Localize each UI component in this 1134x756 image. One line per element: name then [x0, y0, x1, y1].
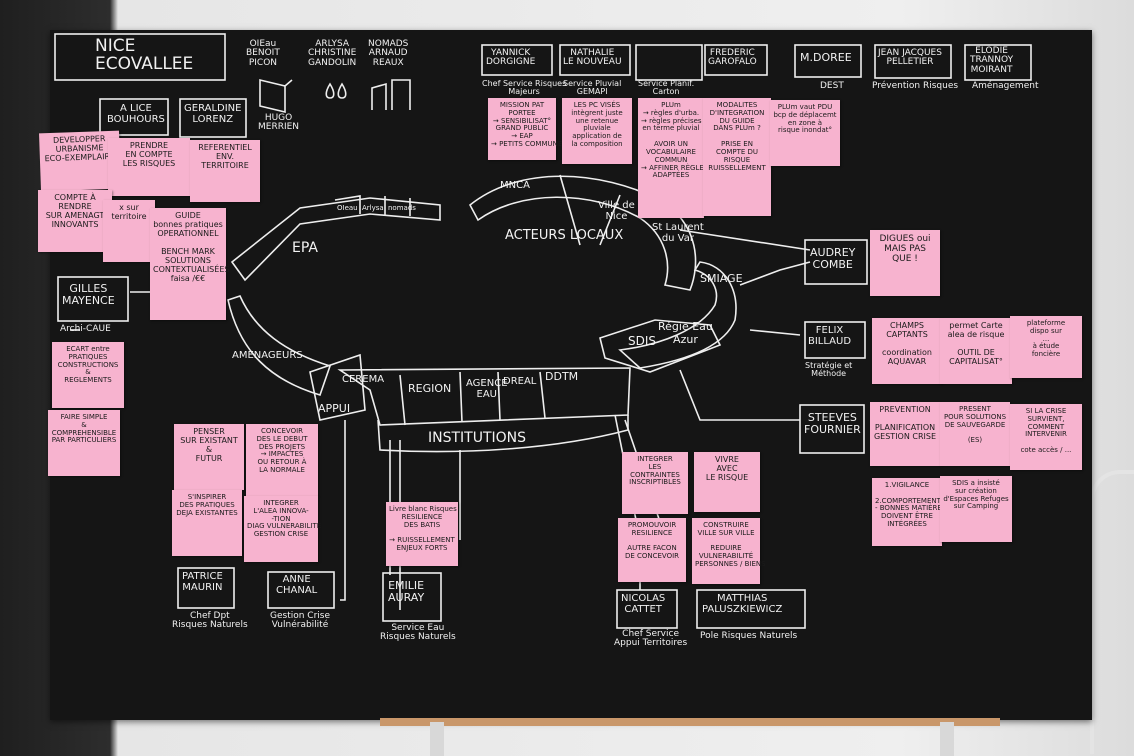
sticky-note: CONCEVOIR DES LE DEBUT DES PROJETS → IMP… — [246, 424, 318, 496]
sticky-note: GUIDE bonnes pratiques OPERATIONNEL BENC… — [150, 208, 226, 320]
person-steeves: STEEVES FOURNIER — [804, 412, 861, 435]
person-emilie: EMILIE AURAY — [388, 580, 424, 603]
ring-arlysa: Arlysa — [362, 204, 384, 212]
ring-oieau: OIeau — [337, 204, 358, 212]
sticky-note: DIGUES oui MAIS PAS QUE ! — [870, 230, 940, 296]
person-mdoree-role: DEST — [820, 82, 844, 91]
person-matthias-role: Pole Risques Naturels — [700, 632, 797, 641]
person-geraldine: GERALDINE LORENZ — [184, 104, 241, 125]
sticky-note: SI LA CRISE SURVIENT, COMMENT INTERVENIR… — [1010, 404, 1082, 470]
person-felix-role: Stratégie et Méthode — [805, 362, 852, 379]
person-gilles-role: Archi-CAUE — [60, 325, 111, 334]
ring-st-laurent: St Laurent du Var — [652, 222, 704, 244]
person-frederic: FREDERIC GAROFALO — [708, 49, 757, 68]
person-yannick-role: Chef Service Risques Majeurs — [482, 80, 566, 97]
sticky-note: Livre blanc Risques RESILIENCE DES BATIS… — [386, 502, 458, 566]
ring-acteurs-locaux: ACTEURS LOCAUX — [505, 228, 623, 243]
person-mdoree: M.DOREE — [800, 52, 852, 64]
sticky-note: MISSION PAT PORTEE → SENSIBILISAT° GRAND… — [488, 98, 556, 160]
sticky-note: REFERENTIEL ENV. TERRITOIRE — [190, 140, 260, 202]
ring-mnca: MNCA — [500, 180, 530, 191]
person-nicolas-role: Chef Service Appui Territoires — [614, 630, 687, 649]
person-hugo: HUGO MERRIEN — [258, 114, 299, 133]
sticky-note: SDIS a insisté sur création d'Espaces Re… — [940, 476, 1012, 542]
sticky-note: INTEGRER L'ALEA INNOVA- -TION DIAG VULNE… — [244, 496, 318, 562]
person-patrice: PATRICE MAURIN — [182, 572, 223, 593]
board-title-text: NICE ECOVALLEE — [95, 38, 193, 74]
sticky-note: PRESENT POUR SOLUTIONS DE SAUVEGARDE (ES… — [940, 402, 1010, 466]
person-nomads: NOMADS ARNAUD REAUX — [368, 40, 408, 68]
sticky-note: PROMOUVOIR RESILIENCE AUTRE FACON DE CON… — [618, 518, 686, 582]
sticky-note: INTEGRER LES CONTRAINTES INSCRIPTIBLES — [622, 452, 688, 514]
person-nathalie: NATHALIE LE NOUVEAU — [563, 49, 622, 68]
sticky-note: MODALITES D'INTEGRATION DU GUIDE DANS PL… — [703, 98, 771, 216]
sticky-note: permet Carte alea de risque OUTIL DE CAP… — [940, 318, 1012, 384]
ring-cerema: CEREMA — [342, 374, 384, 385]
sticky-note: PRENDRE EN COMPTE LES RISQUES — [108, 138, 190, 196]
person-nathalie-role: Service Pluvial GEMAPI — [563, 80, 621, 97]
sticky-note: LES PC VISÉS intègrent juste une retenue… — [562, 98, 632, 164]
ring-ddtm: DDTM — [545, 370, 578, 383]
ring-sdis: SDIS — [628, 334, 656, 348]
person-yannick: YANNICK DORGIGNE — [486, 49, 535, 68]
person-elodie: ELODIE TRANNOY MOIRANT — [970, 47, 1013, 75]
sticky-note: PLUm vaut PDU bcp de déplacemt en zone à… — [770, 100, 840, 166]
ring-agence-eau: AGENCE EAU — [466, 378, 508, 400]
ring-nomads: nomads — [388, 204, 416, 212]
ring-epa: EPA — [292, 240, 318, 256]
sticky-note: PREVENTION PLANIFICATION GESTION CRISE — [870, 402, 940, 466]
sticky-note: PLUm → règles d'urba. → règles précises … — [638, 98, 704, 218]
person-anne: ANNE CHANAL — [276, 575, 317, 596]
sticky-note: 1.VIGILANCE 2.COMPORTEMENT - BONNES MATI… — [872, 478, 942, 546]
ring-appui: APPUI — [318, 402, 350, 415]
ring-ville-nice: Ville de Nice — [598, 200, 635, 222]
person-anne-role: Gestion Crise Vulnérabilité — [270, 612, 330, 631]
person-audrey: AUDREY COMBE — [810, 247, 855, 270]
person-alice: A LICE BOUHOURS — [107, 104, 165, 125]
ring-amenageurs: AMENAGEURS — [232, 350, 303, 361]
sticky-note: S'INSPIRER DES PRATIQUES DEJA EXISTANTES — [172, 490, 242, 556]
person-jeanjacques-role: Prévention Risques — [872, 82, 958, 91]
sticky-note: plateforme dispo sur ... à étude foncièr… — [1010, 316, 1082, 378]
sticky-note: VIVRE AVEC LE RISQUE — [694, 452, 760, 512]
ring-smiage: SMIAGE — [700, 272, 743, 285]
ring-institutions: INSTITUTIONS — [428, 430, 526, 446]
ring-dreal: DREAL — [503, 376, 536, 387]
sticky-note: COMPTE À RENDRE SUR AMENAGT INNOVANTS — [38, 190, 112, 252]
person-patrice-role: Chef Dpt Risques Naturels — [172, 612, 248, 631]
sticky-note: CHAMPS CAPTANTS coordination AQUAVAR — [872, 318, 942, 384]
person-felix: FELIX BILLAUD — [808, 326, 851, 347]
person-emilie-role: Service Eau Risques Naturels — [380, 624, 456, 643]
person-oieau: OIEau BENOIT PICON — [246, 40, 280, 68]
person-service-planif: Service Planif. Carton — [638, 80, 694, 97]
person-nicolas: NICOLAS CATTET — [621, 594, 665, 615]
person-arlysa: ARLYSA CHRISTINE GANDOLIN — [308, 40, 356, 68]
person-gilles: GILLES MAYENCE — [62, 283, 115, 306]
sticky-note: x sur territoire — [103, 200, 155, 262]
sticky-note: PENSER SUR EXISTANT & FUTUR — [174, 424, 244, 490]
sticky-note: ECART entre PRATIQUES CONSTRUCTIONS & RE… — [52, 342, 124, 408]
person-elodie-role: Aménagement — [972, 82, 1038, 91]
person-jeanjacques: JEAN JACQUES PELLETIER — [878, 49, 942, 68]
ring-region: REGION — [408, 382, 451, 395]
person-matthias: MATTHIAS PALUSZKIEWICZ — [702, 594, 782, 615]
sticky-note: FAIRE SIMPLE & COMPREHENSIBLE PAR PARTIC… — [48, 410, 120, 476]
ring-regie-eau: Régie Eau Azur — [658, 320, 713, 346]
sticky-note: CONSTRUIRE VILLE SUR VILLE REDUIRE VULNE… — [692, 518, 760, 584]
